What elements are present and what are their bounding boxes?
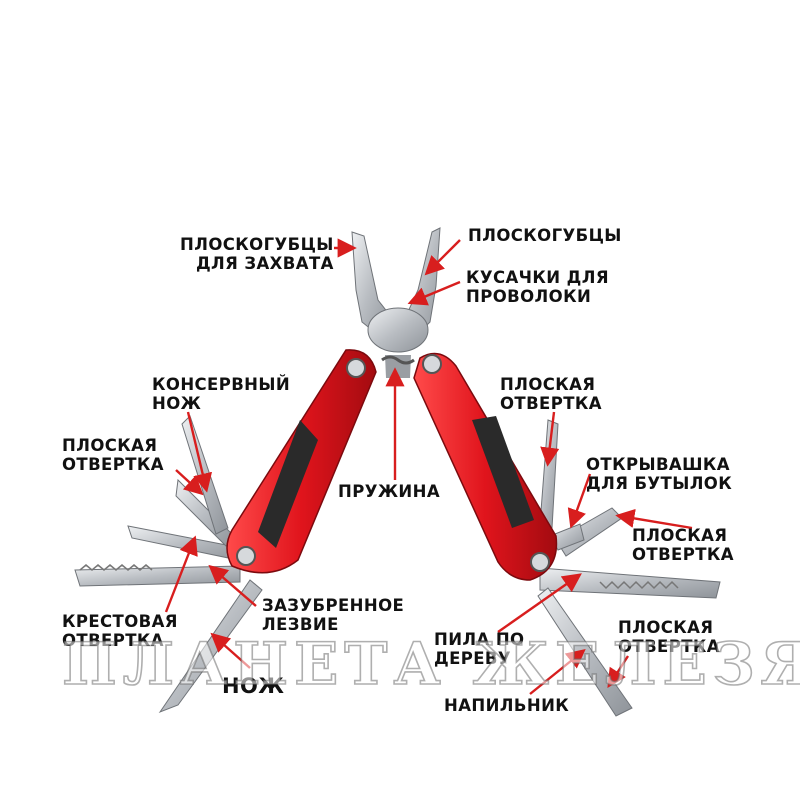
pliers-jaws	[351, 227, 441, 378]
left-handle	[226, 349, 377, 574]
pointer-arrows	[164, 238, 693, 695]
label-pliers: ПЛОСКОГУБЦЫ	[468, 226, 622, 245]
label-file: НАПИЛЬНИК	[444, 696, 570, 715]
spring-shape	[381, 355, 415, 365]
right-handle	[413, 352, 558, 581]
label-spring: ПРУЖИНА	[338, 482, 441, 501]
label-knife: НОЖ	[222, 674, 285, 698]
